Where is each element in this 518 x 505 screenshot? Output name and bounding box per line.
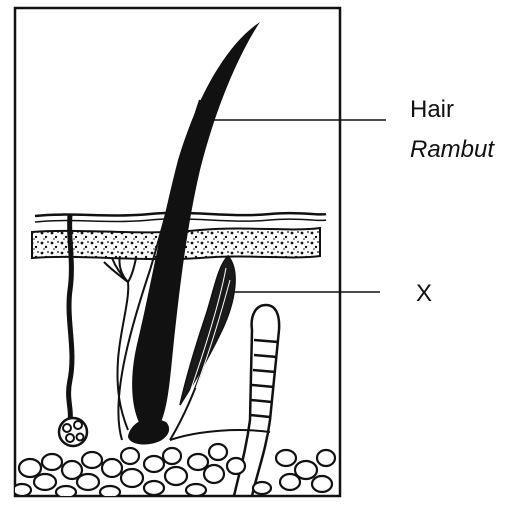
sweat-gland-coil: [59, 418, 87, 446]
x-label: X: [416, 280, 432, 308]
hair-malay-label: Rambut: [410, 136, 494, 164]
hair-label: Hair: [410, 96, 454, 124]
